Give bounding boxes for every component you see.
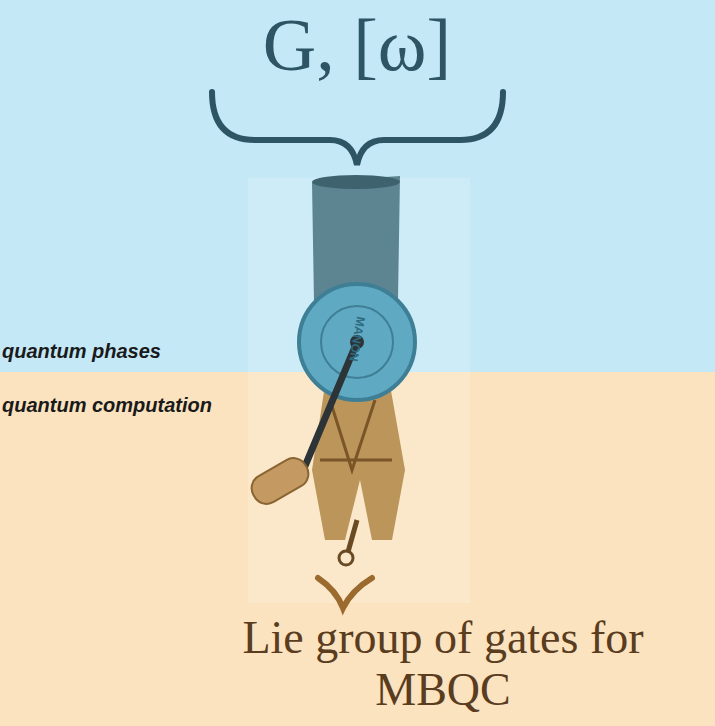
band-label: quantum computation <box>2 394 212 417</box>
hopper-rim <box>312 175 400 189</box>
output-mark <box>318 578 372 608</box>
band-label: quantum phases <box>2 340 161 363</box>
result-label: Lie group of gates for MBQC <box>233 612 653 716</box>
grinder-disk <box>299 284 415 400</box>
computation-band: quantum computation <box>0 372 715 726</box>
screw-ring <box>339 551 353 565</box>
clamp-screw <box>348 520 357 552</box>
wooden-handle <box>247 453 314 509</box>
title-formula: G, [ω] <box>157 0 557 90</box>
brace <box>212 92 503 165</box>
